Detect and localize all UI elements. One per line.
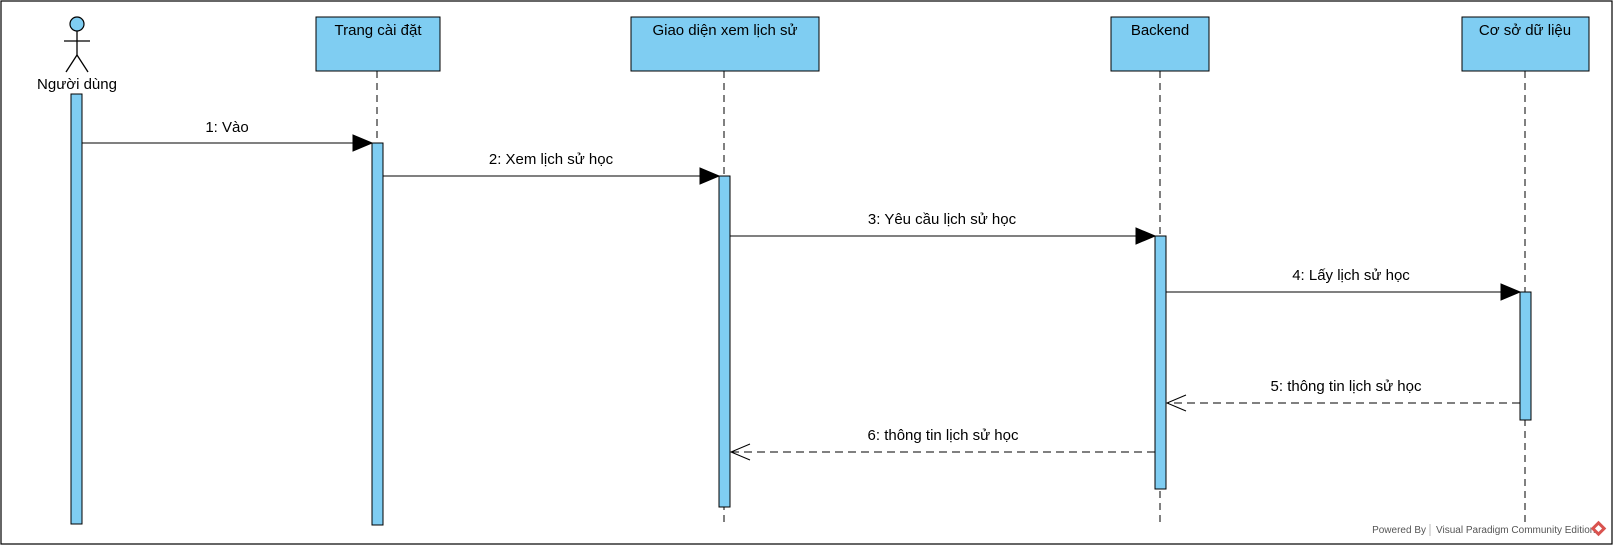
participant-backend-head[interactable] [1110,16,1210,72]
activation-backend [1154,235,1167,490]
participant-settings-label: Trang cài đặt [335,22,423,39]
actor-left-leg-icon [65,54,78,73]
visual-paradigm-logo-icon [1590,520,1607,537]
activation-database [1519,291,1532,421]
footer-edition: Visual Paradigm Community Edition [1436,525,1595,536]
message-3-label: 3: Yêu cầu lịch sử học [868,211,1017,228]
activation-settings [371,142,384,526]
message-4[interactable]: 4: Lấy lịch sử học [1166,267,1522,301]
message-2[interactable]: 2: Xem lịch sử học [383,151,721,185]
message-1-arrowhead-icon [352,134,374,152]
footer-powered-by: Powered By [1372,525,1426,536]
participant-database-head[interactable] [1461,16,1590,72]
footer-watermark: Powered By Visual Paradigm Community Edi… [1372,520,1607,537]
participant-backend-label: Backend [1131,22,1189,39]
participant-history-ui[interactable]: Giao diện xem lịch sử [630,16,820,526]
message-3[interactable]: 3: Yêu cầu lịch sử học [730,211,1157,245]
message-5-arrowhead-icon [1165,394,1187,412]
participant-database[interactable]: Cơ sở dữ liệu [1461,16,1590,526]
message-1-label: 1: Vào [205,119,248,136]
participant-settings-head[interactable] [315,16,441,72]
participant-backend[interactable]: Backend [1110,16,1210,526]
actor-right-leg-icon [76,54,89,73]
message-6-label: 6: thông tin lịch sử học [868,427,1019,444]
message-6-arrowhead-icon [729,443,751,461]
message-4-arrowhead-icon [1500,283,1522,301]
message-3-arrowhead-icon [1135,227,1157,245]
activation-history-ui [718,175,731,508]
actor-head-icon [69,16,85,32]
participant-history-ui-label: Giao diện xem lịch sử [652,22,797,39]
message-2-arrowhead-icon [699,167,721,185]
actor-user[interactable]: Người dùng [37,16,117,525]
message-1[interactable]: 1: Vào [82,119,374,152]
message-5[interactable]: 5: thông tin lịch sử học [1165,378,1520,412]
actor-name: Người dùng [37,76,117,93]
message-4-label: 4: Lấy lịch sử học [1292,267,1410,284]
message-5-label: 5: thông tin lịch sử học [1271,378,1422,395]
participant-database-label: Cơ sở dữ liệu [1479,22,1571,39]
message-2-label: 2: Xem lịch sử học [489,151,614,168]
activation-user [70,93,83,525]
message-6[interactable]: 6: thông tin lịch sử học [729,427,1155,461]
participant-settings[interactable]: Trang cài đặt [315,16,441,526]
participant-history-ui-head[interactable] [630,16,820,72]
